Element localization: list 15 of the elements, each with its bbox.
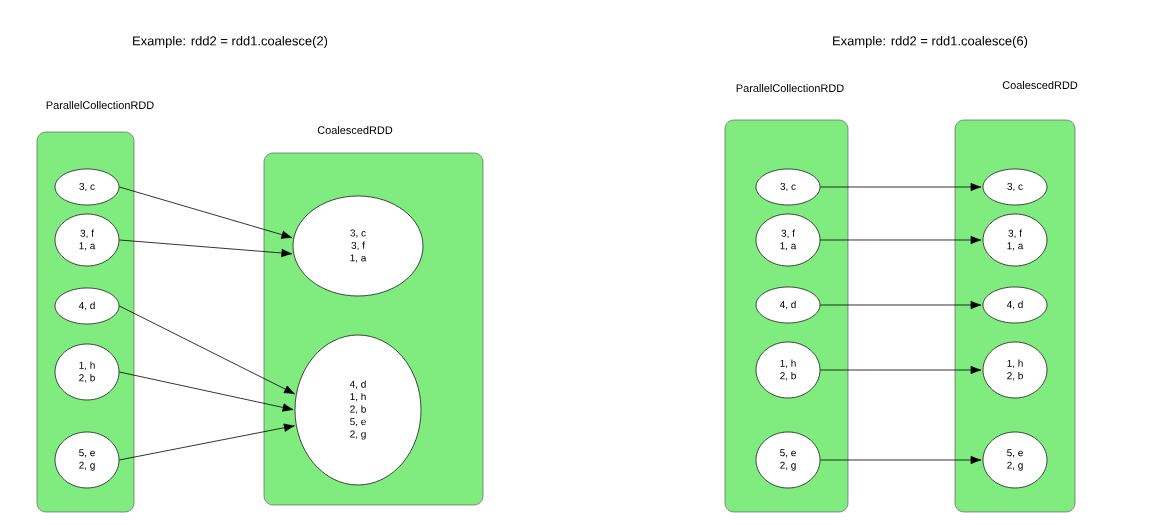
container-heading: ParallelCollectionRDD bbox=[736, 83, 844, 92]
arrow bbox=[819, 300, 982, 310]
arrow bbox=[118, 423, 295, 461]
container-heading: CoalescedRDD bbox=[1002, 80, 1078, 89]
arrow bbox=[819, 235, 982, 245]
example-title: Example: rdd2 = rdd1.coalesce(6) bbox=[833, 35, 1028, 49]
arrow bbox=[819, 455, 982, 465]
container-heading: ParallelCollectionRDD bbox=[46, 100, 154, 109]
container-heading: CoalescedRDD bbox=[317, 125, 393, 134]
arrow bbox=[819, 182, 982, 192]
arrow bbox=[118, 305, 295, 395]
arrow bbox=[118, 371, 294, 412]
arrow bbox=[118, 239, 293, 258]
arrow bbox=[819, 365, 982, 375]
example-title: Example: rdd2 = rdd1.coalesce(2) bbox=[133, 35, 328, 49]
